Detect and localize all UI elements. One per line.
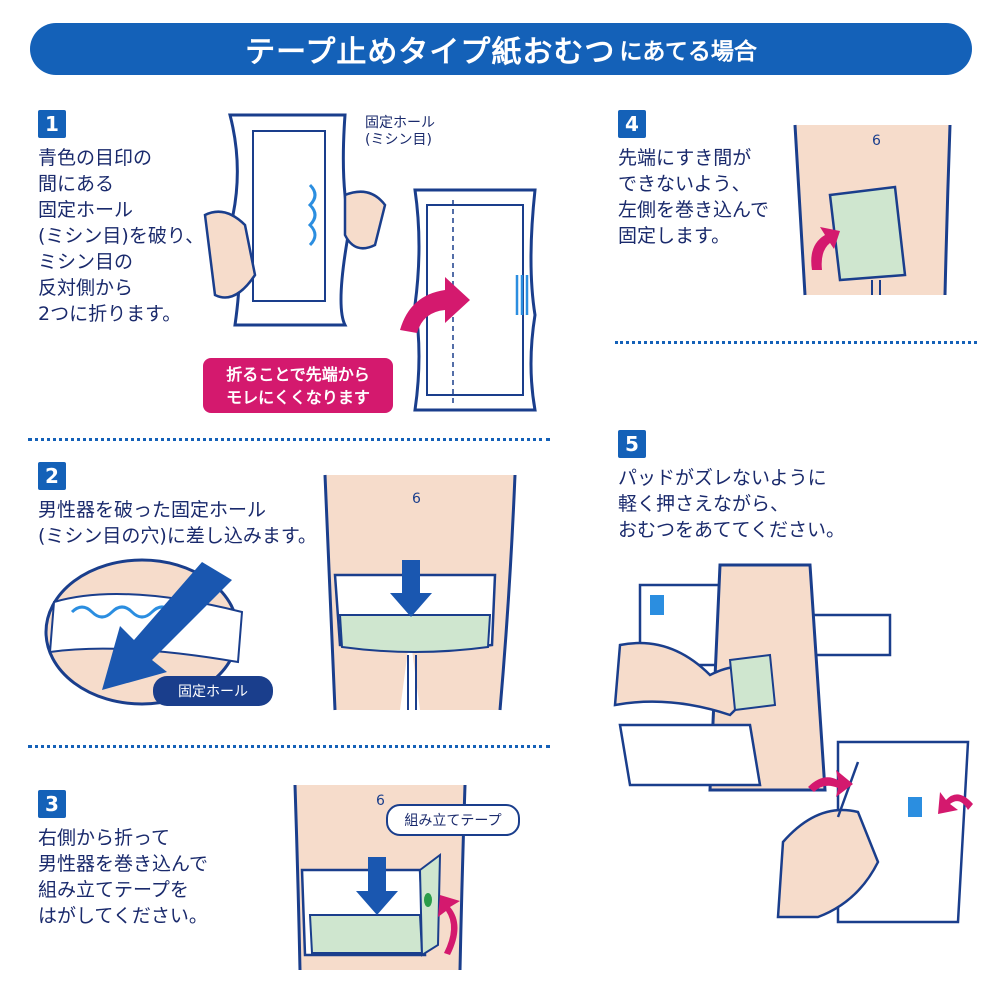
fixed-hole-callout: 固定ホール (ミシン目) [365, 115, 435, 148]
step-4-illustration: 6 [793, 124, 952, 296]
step-5-text: パッドがズレないように 軽く押さえながら、 おむつをあててください。 [618, 467, 846, 541]
step-3-number: 3 [38, 790, 66, 818]
step-2-body-illustration: 6 [323, 474, 517, 711]
divider-2 [28, 745, 550, 748]
fixed-hole-pill: 固定ホール [153, 676, 273, 706]
header-banner: テープ止めタイプ紙おむつ にあてる場合 [30, 23, 972, 75]
svg-text:6: 6 [412, 491, 421, 507]
fold-note-line2: モレにくくなります [226, 387, 370, 407]
fold-note-line1: 折ることで先端から [226, 364, 370, 384]
step-5-illustration-top [613, 563, 892, 792]
step-1-text: 青色の目印の 間にある 固定ホール (ミシン目)を破り、 ミシン目の 反対側から… [38, 147, 205, 325]
step-5-number: 5 [618, 430, 646, 458]
step-1-illustration [203, 113, 537, 412]
fold-note-box: 折ることで先端から モレにくくなります [203, 358, 393, 413]
divider-3 [615, 341, 977, 344]
divider-1 [28, 438, 550, 441]
svg-text:6: 6 [872, 133, 881, 149]
step-4-text: 先端にすき間が できないよう、 左側を巻き込んで 固定します。 [618, 147, 770, 247]
step-2-text: 男性器を破った固定ホール (ミシン目の穴)に差し込みます。 [38, 499, 317, 547]
assembly-tape-pill: 組み立てテープ [386, 804, 520, 836]
step-2-number: 2 [38, 462, 66, 490]
step-3-text: 右側から折って 男性器を巻き込んで 組み立てテープを はがしてください。 [38, 827, 209, 927]
step-5-illustration-bottom [776, 740, 973, 924]
header-title-main: テープ止めタイプ紙おむつ [245, 35, 616, 70]
svg-text:6: 6 [376, 793, 385, 809]
header-title-sub: にあてる場合 [619, 39, 757, 65]
step-2-closeup-illustration [44, 558, 244, 706]
step-4-number: 4 [618, 110, 646, 138]
step-1-number: 1 [38, 110, 66, 138]
